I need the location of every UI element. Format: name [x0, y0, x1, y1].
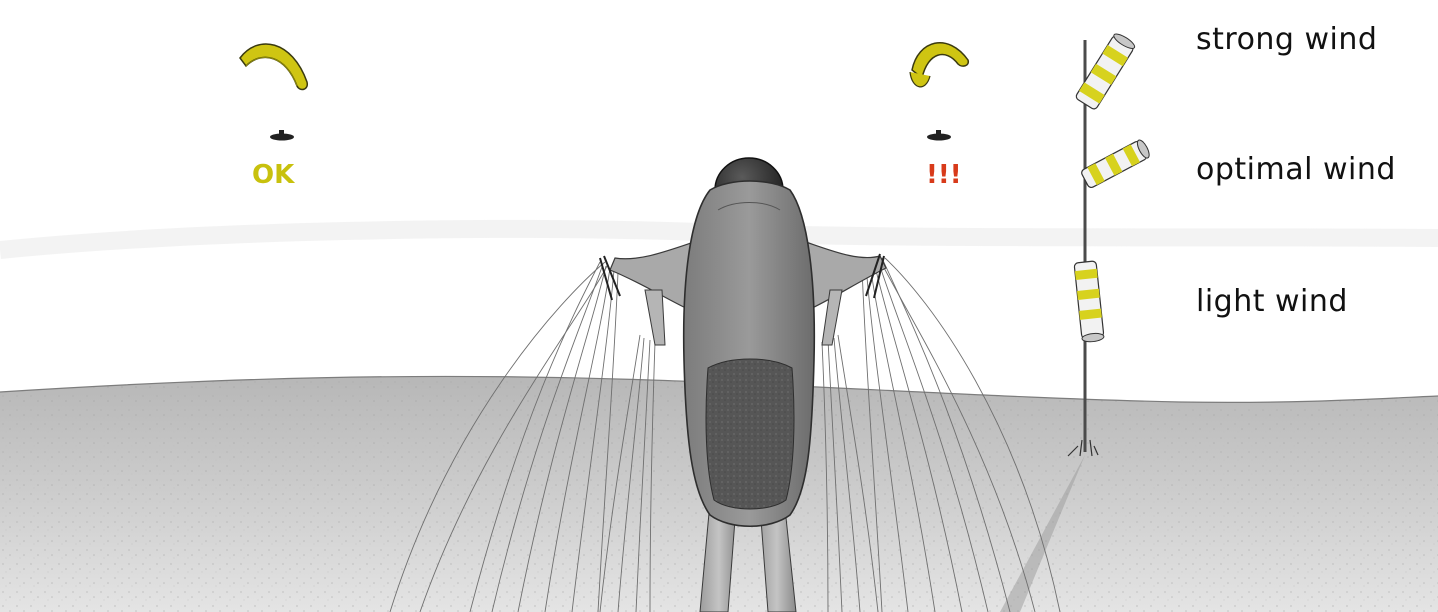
legend-optimal-wind: optimal wind: [1196, 152, 1396, 187]
board-small-icon-ok: [270, 130, 294, 141]
legend-strong-wind: strong wind: [1196, 22, 1377, 57]
legend-light-wind: light wind: [1196, 284, 1348, 319]
paraglider-wing-alert: [910, 43, 968, 87]
paraglider-wing-ok: [240, 44, 307, 90]
status-alert-label: !!!: [926, 160, 962, 190]
status-ok-label: OK: [252, 160, 294, 190]
board-small-icon-alert: [927, 130, 951, 141]
windsock-light: [1074, 261, 1104, 343]
windsock-optimal: [1080, 138, 1151, 189]
